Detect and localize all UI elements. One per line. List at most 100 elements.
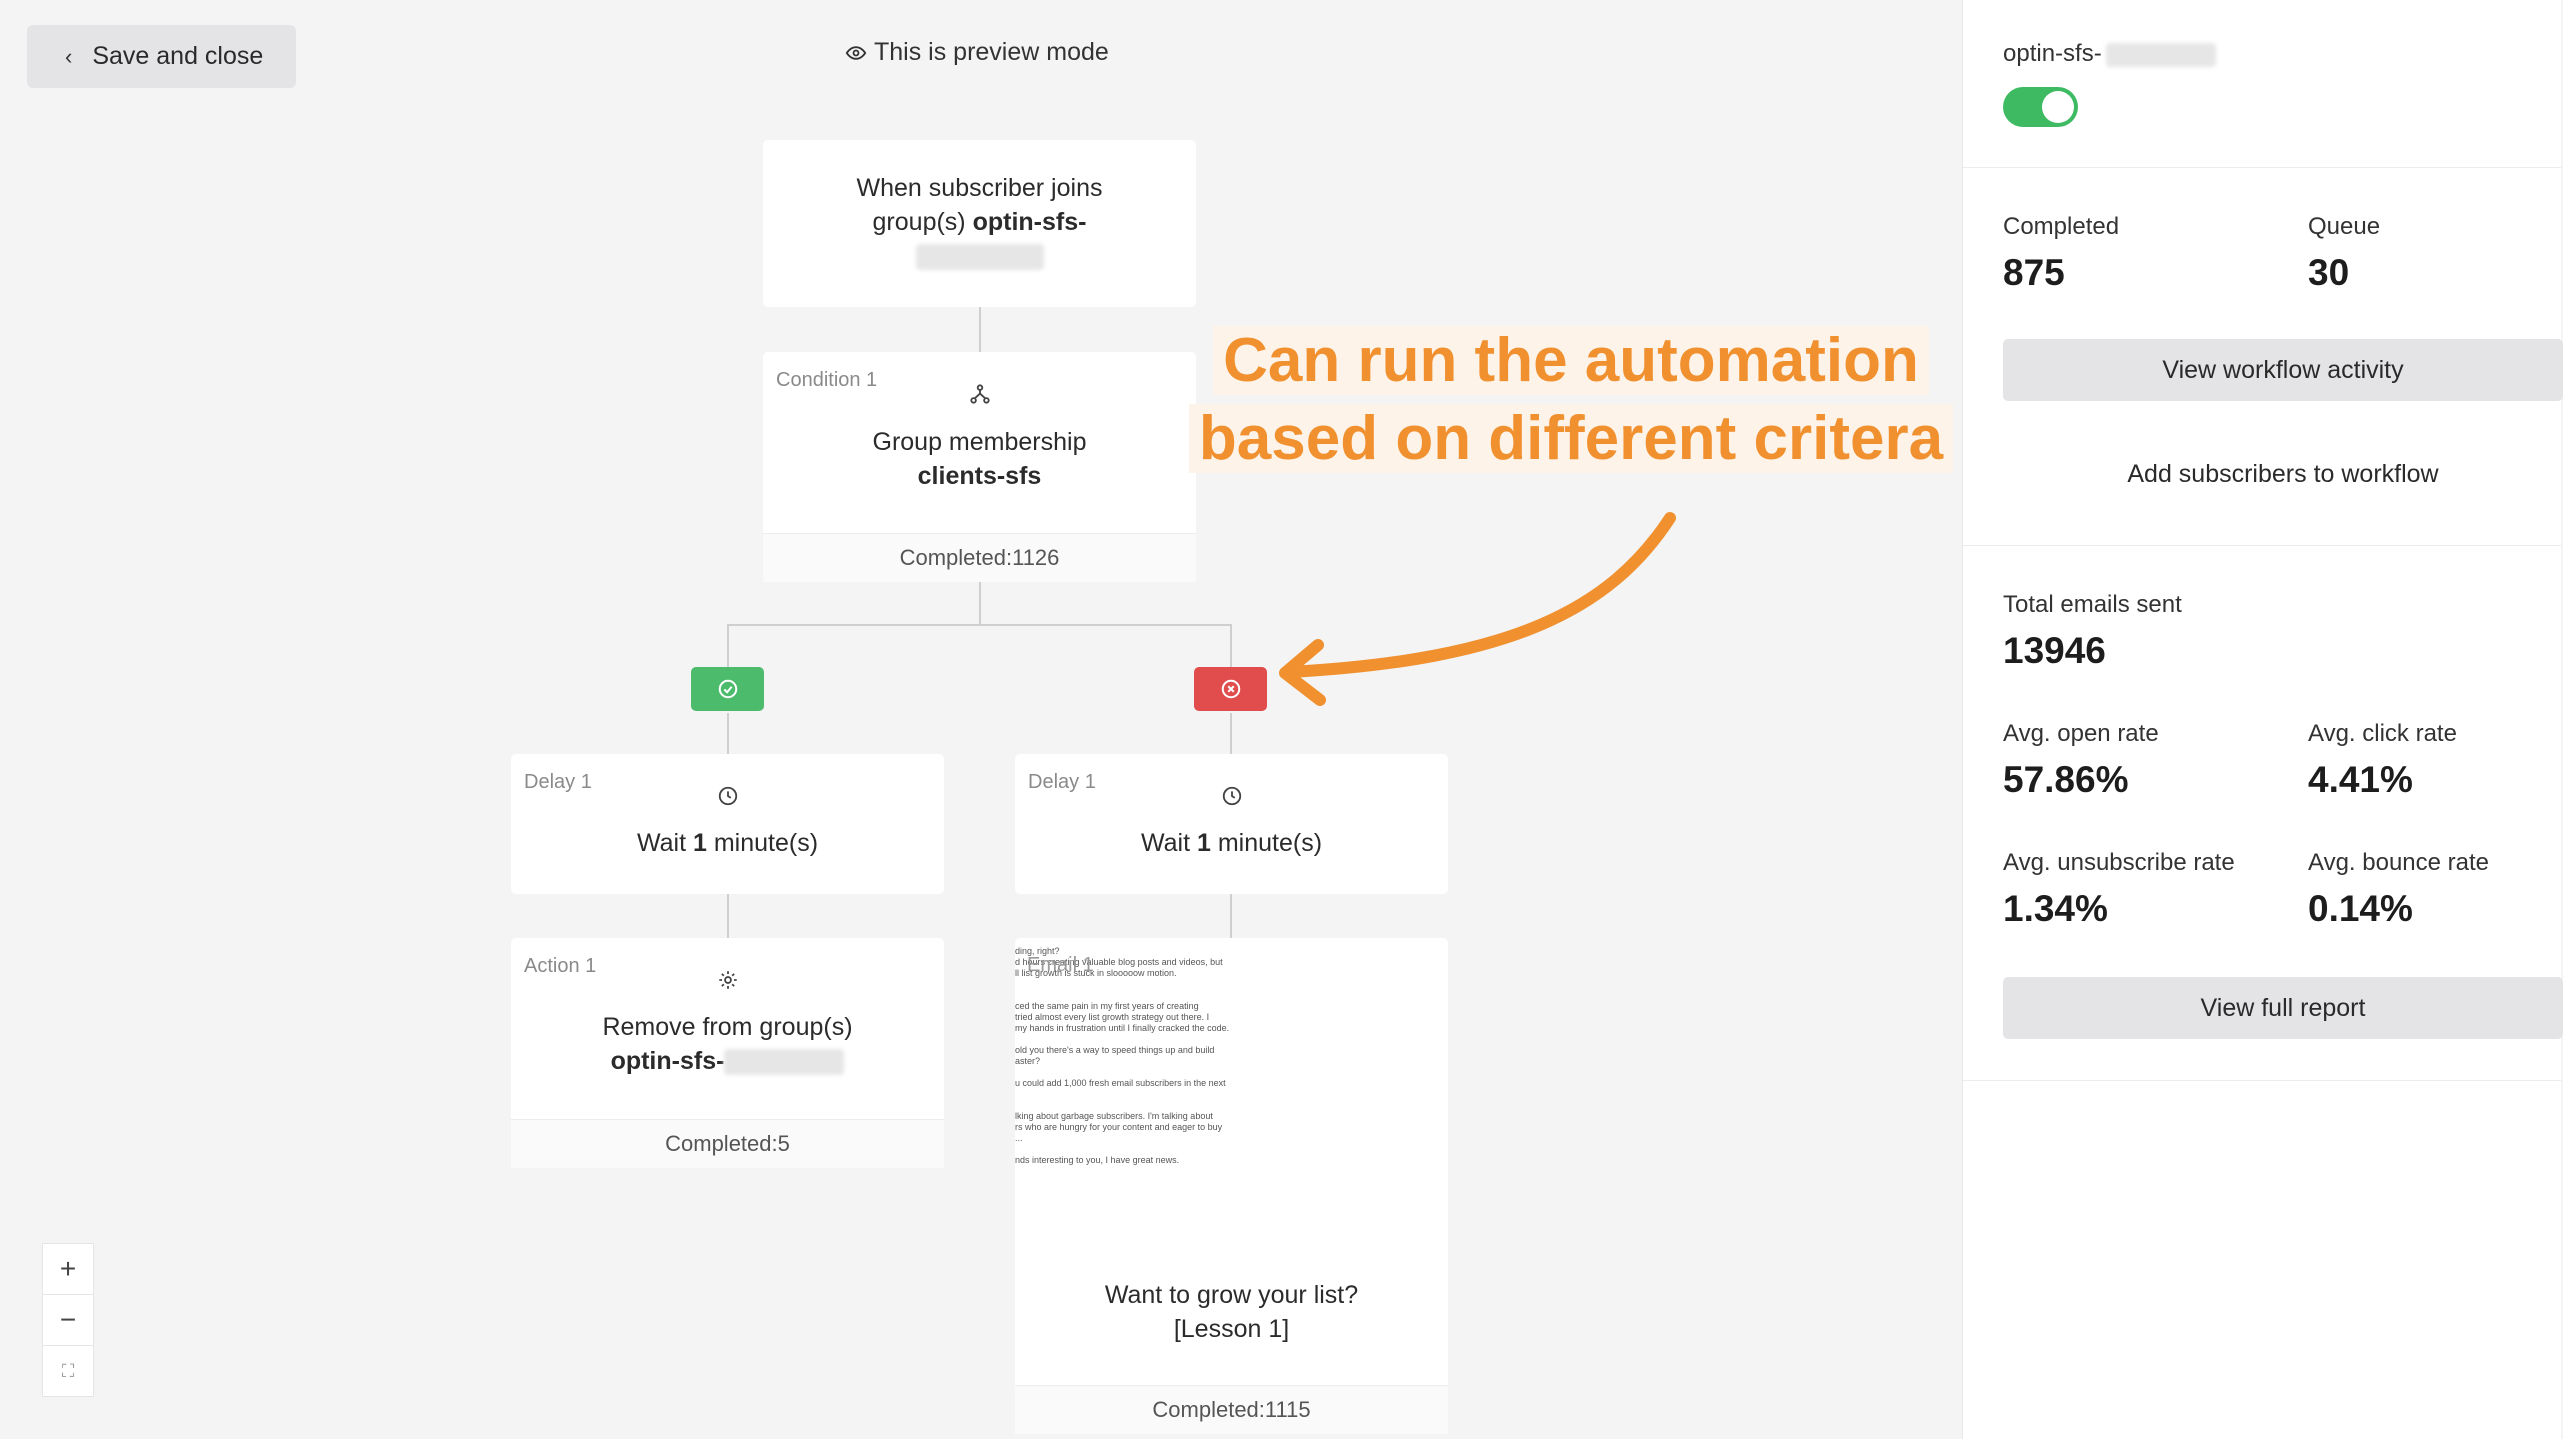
view-workflow-activity-button[interactable]: View workflow activity bbox=[2003, 339, 2563, 401]
check-circle-icon bbox=[718, 679, 737, 699]
trigger-group: optin-sfs- bbox=[972, 208, 1087, 236]
completed-label: Completed bbox=[2003, 213, 2120, 240]
email-completed: Completed:1115 bbox=[1015, 1385, 1448, 1434]
condition-card[interactable]: Condition 1 Group membership clients-sfs… bbox=[763, 352, 1196, 582]
email-preview-line: ding, right? bbox=[1015, 946, 1060, 956]
connector bbox=[979, 582, 981, 624]
email-preview-line: ced the same pain in my first years of c… bbox=[1015, 1001, 1199, 1011]
annotation-callout: Can run the automation based on differen… bbox=[1176, 322, 1966, 478]
yes-delay-tag: Delay 1 bbox=[524, 771, 592, 793]
workflow-enabled-toggle[interactable] bbox=[2003, 87, 2078, 127]
connector bbox=[979, 307, 981, 352]
connector bbox=[1230, 624, 1232, 669]
toggle-knob bbox=[2042, 91, 2074, 123]
annotation-arrow-icon bbox=[1279, 512, 1676, 706]
yes-delay-post: minute(s) bbox=[706, 829, 819, 857]
email-subject-line2: [Lesson 1] bbox=[1173, 1315, 1290, 1343]
yes-delay-amount: 1 bbox=[692, 829, 707, 857]
email-preview-line: rs who are hungry for your content and e… bbox=[1015, 1122, 1223, 1132]
open-rate-label: Avg. open rate bbox=[2003, 720, 2159, 747]
email-preview-line bbox=[1015, 1034, 1215, 1045]
email-subject-line1: Want to grow your list? bbox=[1104, 1281, 1359, 1309]
email-preview-line: nds interesting to you, I have great new… bbox=[1015, 1155, 1180, 1165]
trigger-card[interactable]: When subscriber joins group(s) optin-sfs… bbox=[763, 140, 1196, 307]
open-rate-value: 57.86% bbox=[2003, 759, 2129, 800]
email-preview-line bbox=[1015, 979, 1215, 990]
completed-value: 875 bbox=[2003, 252, 2065, 293]
yes-branch-badge[interactable] bbox=[691, 667, 764, 711]
connector bbox=[1230, 713, 1232, 754]
action-group-line: optin-sfs- bbox=[511, 1044, 944, 1078]
workflow-side-panel: optin-sfs- Completed 875 Queue 30 View w… bbox=[1962, 0, 2563, 1439]
view-full-report-button[interactable]: View full report bbox=[2003, 977, 2563, 1039]
email-card[interactable]: ding, right?d hours creating valuable bl… bbox=[1015, 938, 1448, 1434]
save-and-close-button[interactable]: ‹ Save and close bbox=[27, 25, 296, 88]
email-preview-line bbox=[1015, 1100, 1215, 1111]
bounce-rate-value: 0.14% bbox=[2308, 888, 2413, 929]
connector bbox=[727, 624, 1232, 626]
action-tag: Action 1 bbox=[524, 955, 597, 977]
no-delay-pre: Wait bbox=[1140, 829, 1197, 857]
annotation-line2: based on different critera bbox=[1188, 404, 1954, 473]
no-branch-badge[interactable] bbox=[1194, 667, 1267, 711]
workflow-name-text: optin-sfs- bbox=[2003, 40, 2102, 67]
queue-value: 30 bbox=[2308, 252, 2350, 293]
zoom-in-button[interactable]: + bbox=[42, 1243, 94, 1295]
yes-delay-pre: Wait bbox=[636, 829, 693, 857]
divider bbox=[1963, 1080, 2561, 1081]
no-delay-post: minute(s) bbox=[1210, 829, 1323, 857]
email-preview-line: aster? bbox=[1015, 1056, 1041, 1066]
total-sent-value: 13946 bbox=[2003, 630, 2106, 671]
connector bbox=[1230, 894, 1232, 938]
condition-group: clients-sfs bbox=[917, 462, 1042, 490]
action-text: Remove from group(s) optin-sfs- bbox=[511, 1010, 944, 1078]
fit-screen-icon[interactable]: ⛶ bbox=[42, 1345, 94, 1397]
no-delay-tag: Delay 1 bbox=[1028, 771, 1096, 793]
action-completed: Completed:5 bbox=[511, 1119, 944, 1168]
total-sent-label: Total emails sent bbox=[2003, 591, 2182, 618]
no-delay-amount: 1 bbox=[1196, 829, 1211, 857]
connector bbox=[727, 713, 729, 754]
save-and-close-label: Save and close bbox=[92, 42, 264, 70]
email-tag: Email 1 bbox=[1027, 954, 1094, 976]
unsubscribe-rate-label: Avg. unsubscribe rate bbox=[2003, 849, 2235, 876]
trigger-line2: group(s) optin-sfs- bbox=[763, 205, 1196, 239]
click-rate-label: Avg. click rate bbox=[2308, 720, 2457, 747]
email-preview-line: u could add 1,000 fresh email subscriber… bbox=[1015, 1078, 1226, 1088]
no-delay-text: Wait 1 minute(s) bbox=[1015, 826, 1448, 860]
unsubscribe-rate-value: 1.34% bbox=[2003, 888, 2108, 929]
email-preview-line: ll list growth is stuck in slooooow moti… bbox=[1015, 968, 1177, 978]
add-subscribers-button[interactable]: Add subscribers to workflow bbox=[2127, 460, 2439, 488]
annotation-line1: Can run the automation bbox=[1213, 326, 1929, 395]
email-preview-line: ... bbox=[1015, 1133, 1023, 1143]
action-title: Remove from group(s) bbox=[602, 1013, 853, 1041]
connector bbox=[727, 894, 729, 938]
workflow-name-redacted bbox=[2105, 42, 2216, 67]
no-delay-card[interactable]: Delay 1 Wait 1 minute(s) bbox=[1015, 754, 1448, 894]
connector bbox=[727, 624, 729, 669]
workflow-canvas[interactable]: ‹ Save and close This is preview mode Wh… bbox=[0, 0, 1962, 1439]
email-preview-line: old you there's a way to speed things up… bbox=[1015, 1045, 1215, 1055]
email-preview-line: lking about garbage subscribers. I'm tal… bbox=[1015, 1111, 1213, 1121]
trigger-text: When subscriber joins group(s) optin-sfs… bbox=[763, 171, 1196, 273]
divider bbox=[1963, 545, 2561, 546]
condition-title: Group membership bbox=[872, 428, 1087, 456]
action-group-redacted bbox=[724, 1049, 845, 1076]
condition-completed: Completed:1126 bbox=[763, 533, 1196, 582]
email-preview-line bbox=[1015, 1089, 1215, 1100]
condition-text: Group membership clients-sfs bbox=[763, 425, 1196, 493]
trigger-line2-prefix: group(s) bbox=[872, 208, 973, 236]
zoom-out-button[interactable]: − bbox=[42, 1294, 94, 1346]
divider bbox=[1963, 167, 2561, 168]
email-preview-thumbnail: ding, right?d hours creating valuable bl… bbox=[1015, 946, 1229, 1236]
condition-tag: Condition 1 bbox=[776, 369, 878, 391]
clock-icon bbox=[717, 785, 739, 812]
email-preview-line: d hours creating valuable blog posts and… bbox=[1015, 957, 1223, 967]
workflow-name: optin-sfs- bbox=[2003, 40, 2216, 68]
bounce-rate-label: Avg. bounce rate bbox=[2308, 849, 2490, 876]
email-preview-line bbox=[1015, 1067, 1215, 1078]
email-preview-line bbox=[1015, 990, 1215, 1001]
yes-delay-card[interactable]: Delay 1 Wait 1 minute(s) bbox=[511, 754, 944, 894]
action-card[interactable]: Action 1 Remove from group(s) optin-sfs-… bbox=[511, 938, 944, 1168]
trigger-group-redacted bbox=[763, 239, 1196, 273]
